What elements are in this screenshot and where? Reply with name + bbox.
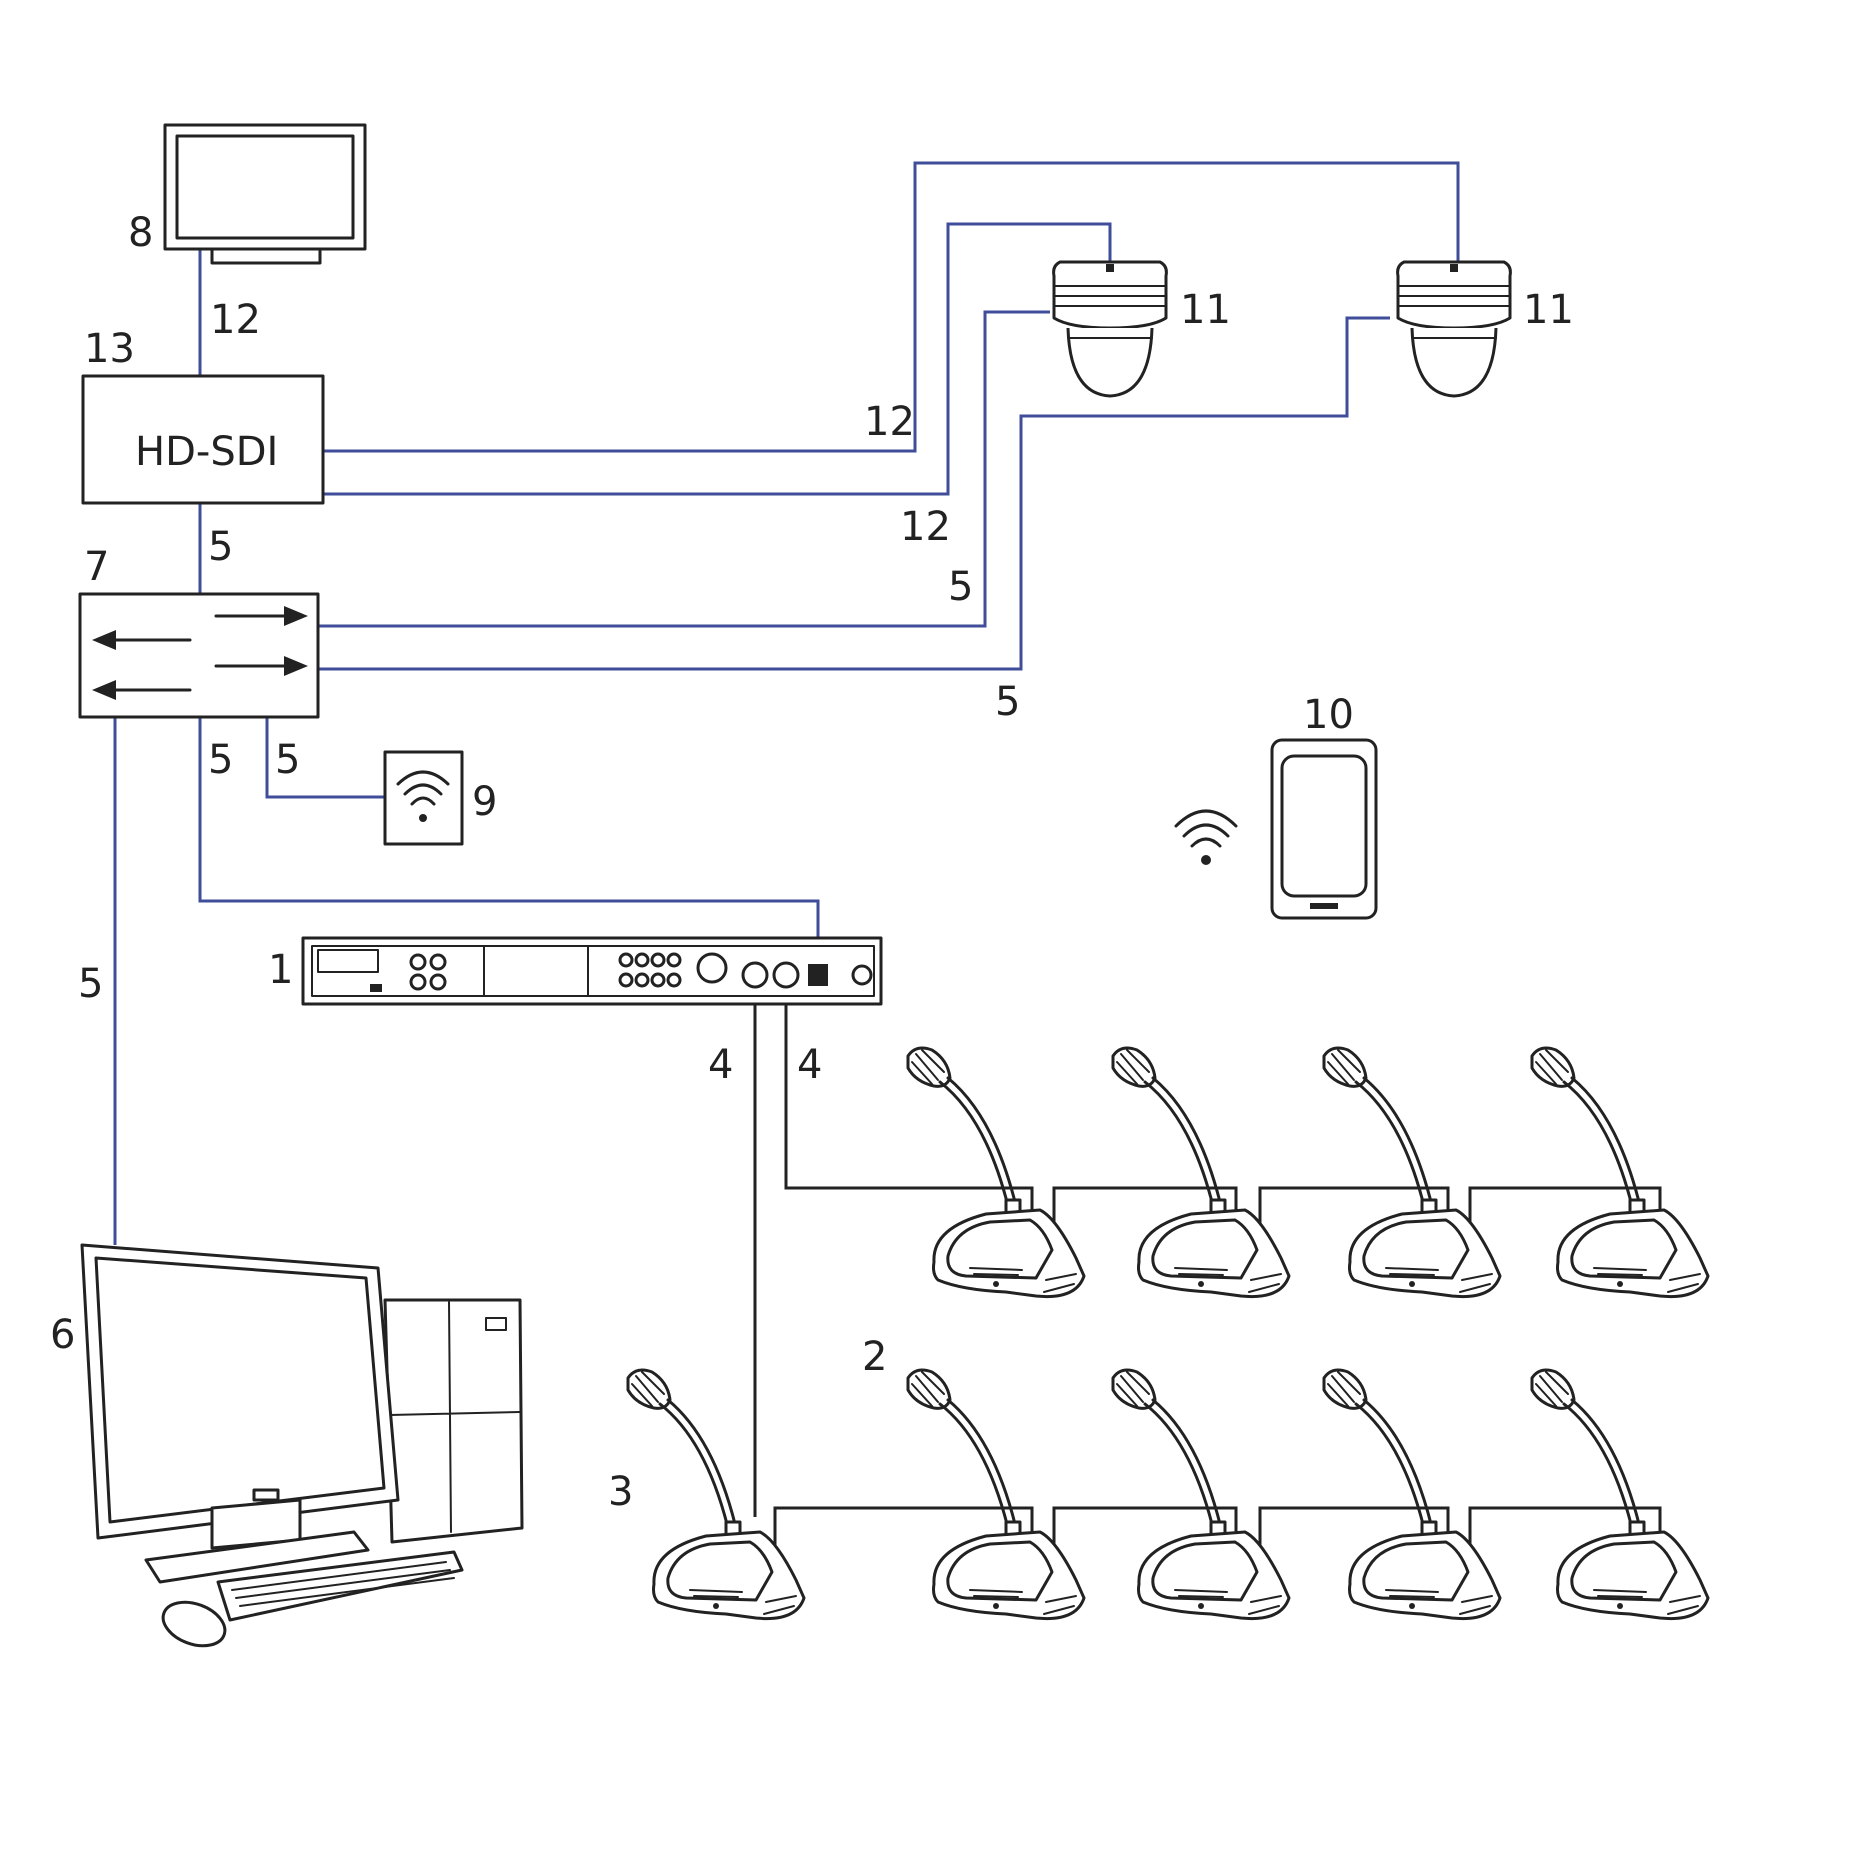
label-switch: 7 bbox=[84, 544, 109, 590]
cable-label-switch-ap: 5 bbox=[275, 737, 300, 783]
cable-label-hdsdi-camera1: 12 bbox=[900, 504, 951, 550]
label-chairman-unit: 3 bbox=[608, 1469, 633, 1515]
hd-sdi-label: HD-SDI bbox=[135, 429, 278, 475]
cable-label-hdsdi-switch: 5 bbox=[208, 524, 233, 570]
label-hd-sdi: 13 bbox=[84, 326, 135, 372]
cable-label-switch-central: 5 bbox=[208, 737, 233, 783]
cable-label-central-delegates: 4 bbox=[797, 1042, 822, 1088]
chairman-unit: 3 bbox=[608, 1368, 806, 1621]
label-delegate-units: 2 bbox=[862, 1334, 887, 1380]
wifi-signal-icon bbox=[1174, 809, 1238, 865]
cable-label-monitor-hdsdi: 12 bbox=[210, 297, 261, 343]
cable-label-switch-camera2: 5 bbox=[995, 679, 1020, 725]
cable-label-switch-camera1: 5 bbox=[948, 564, 973, 610]
cable-label-central-chairman: 4 bbox=[708, 1042, 733, 1088]
conference-microphone-icon bbox=[1530, 1368, 1710, 1621]
label-camera: 11 bbox=[1523, 287, 1574, 333]
dome-camera-icon bbox=[1052, 260, 1168, 398]
wireless-access-point: 9 bbox=[383, 750, 497, 846]
conference-microphone-icon bbox=[1322, 1368, 1502, 1621]
label-monitor: 8 bbox=[128, 210, 153, 256]
monitor: 8 bbox=[128, 123, 367, 265]
label-camera: 11 bbox=[1180, 287, 1231, 333]
conference-microphone-icon bbox=[626, 1368, 806, 1621]
monitor-icon bbox=[163, 123, 367, 265]
network-switch: 7 bbox=[78, 544, 320, 719]
delegate-units: 2 bbox=[862, 1046, 1710, 1621]
wifi-access-point-icon bbox=[383, 750, 464, 846]
label-central-unit: 1 bbox=[268, 947, 293, 993]
label-access-point: 9 bbox=[472, 779, 497, 825]
central-unit-icon bbox=[301, 936, 883, 1006]
hd-sdi-converter: HD-SDI 13 bbox=[81, 326, 325, 505]
label-computer: 6 bbox=[50, 1312, 75, 1358]
label-tablet: 10 bbox=[1303, 692, 1354, 738]
conference-microphone-icon bbox=[1322, 1046, 1502, 1299]
dome-camera: 11 bbox=[1052, 260, 1231, 398]
conference-microphone-icon bbox=[1111, 1046, 1291, 1299]
conference-microphone-icon bbox=[906, 1046, 1086, 1299]
conference-microphone-icon bbox=[1111, 1368, 1291, 1621]
dome-camera-icon bbox=[1396, 260, 1512, 398]
central-unit: 1 bbox=[268, 936, 883, 1006]
desktop-computer: 6 bbox=[50, 1243, 524, 1648]
desktop-computer-icon bbox=[80, 1243, 524, 1648]
dome-camera: 11 bbox=[1396, 260, 1574, 398]
tablet: 10 bbox=[1270, 692, 1378, 920]
network-switch-icon bbox=[78, 592, 320, 719]
cable-label-hdsdi-camera2: 12 bbox=[864, 399, 915, 445]
cable-label-switch-computer: 5 bbox=[78, 961, 103, 1007]
tablet-icon bbox=[1270, 738, 1378, 920]
conference-microphone-icon bbox=[906, 1368, 1086, 1621]
conference-microphone-icon bbox=[1530, 1046, 1710, 1299]
